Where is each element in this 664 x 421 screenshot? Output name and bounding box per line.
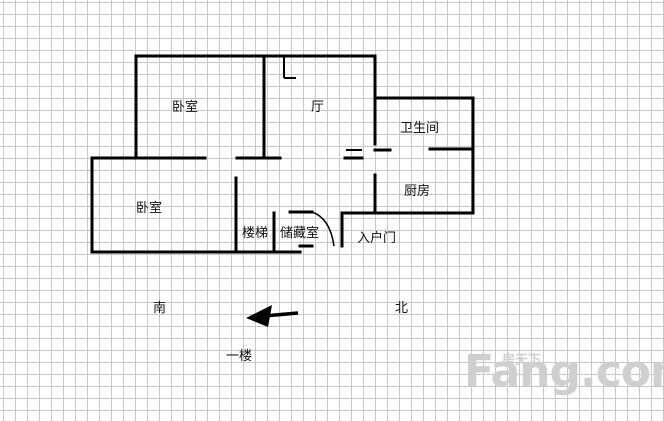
room-label-stairs: 楼梯 xyxy=(242,226,269,241)
watermark-chinese: 房天下 xyxy=(502,353,542,368)
room-label-bedroom-top: 卧室 xyxy=(172,100,199,115)
room-label-living-room: 厅 xyxy=(311,100,325,115)
room-label-kitchen: 厨房 xyxy=(404,184,431,199)
orientation-north: 北 xyxy=(395,301,409,316)
floor-label: 一楼 xyxy=(226,349,253,364)
room-label-bedroom-left: 卧室 xyxy=(136,201,163,216)
door-swing-icon xyxy=(311,211,335,247)
orientation-south: 南 xyxy=(153,301,167,316)
room-label-bathroom: 卫生间 xyxy=(400,121,440,136)
room-label-entrance: 入户门 xyxy=(357,231,397,246)
direction-arrow-icon xyxy=(246,305,299,327)
watermark-brand: Fang.com xyxy=(464,346,664,397)
room-label-storage: 储藏室 xyxy=(280,226,320,241)
